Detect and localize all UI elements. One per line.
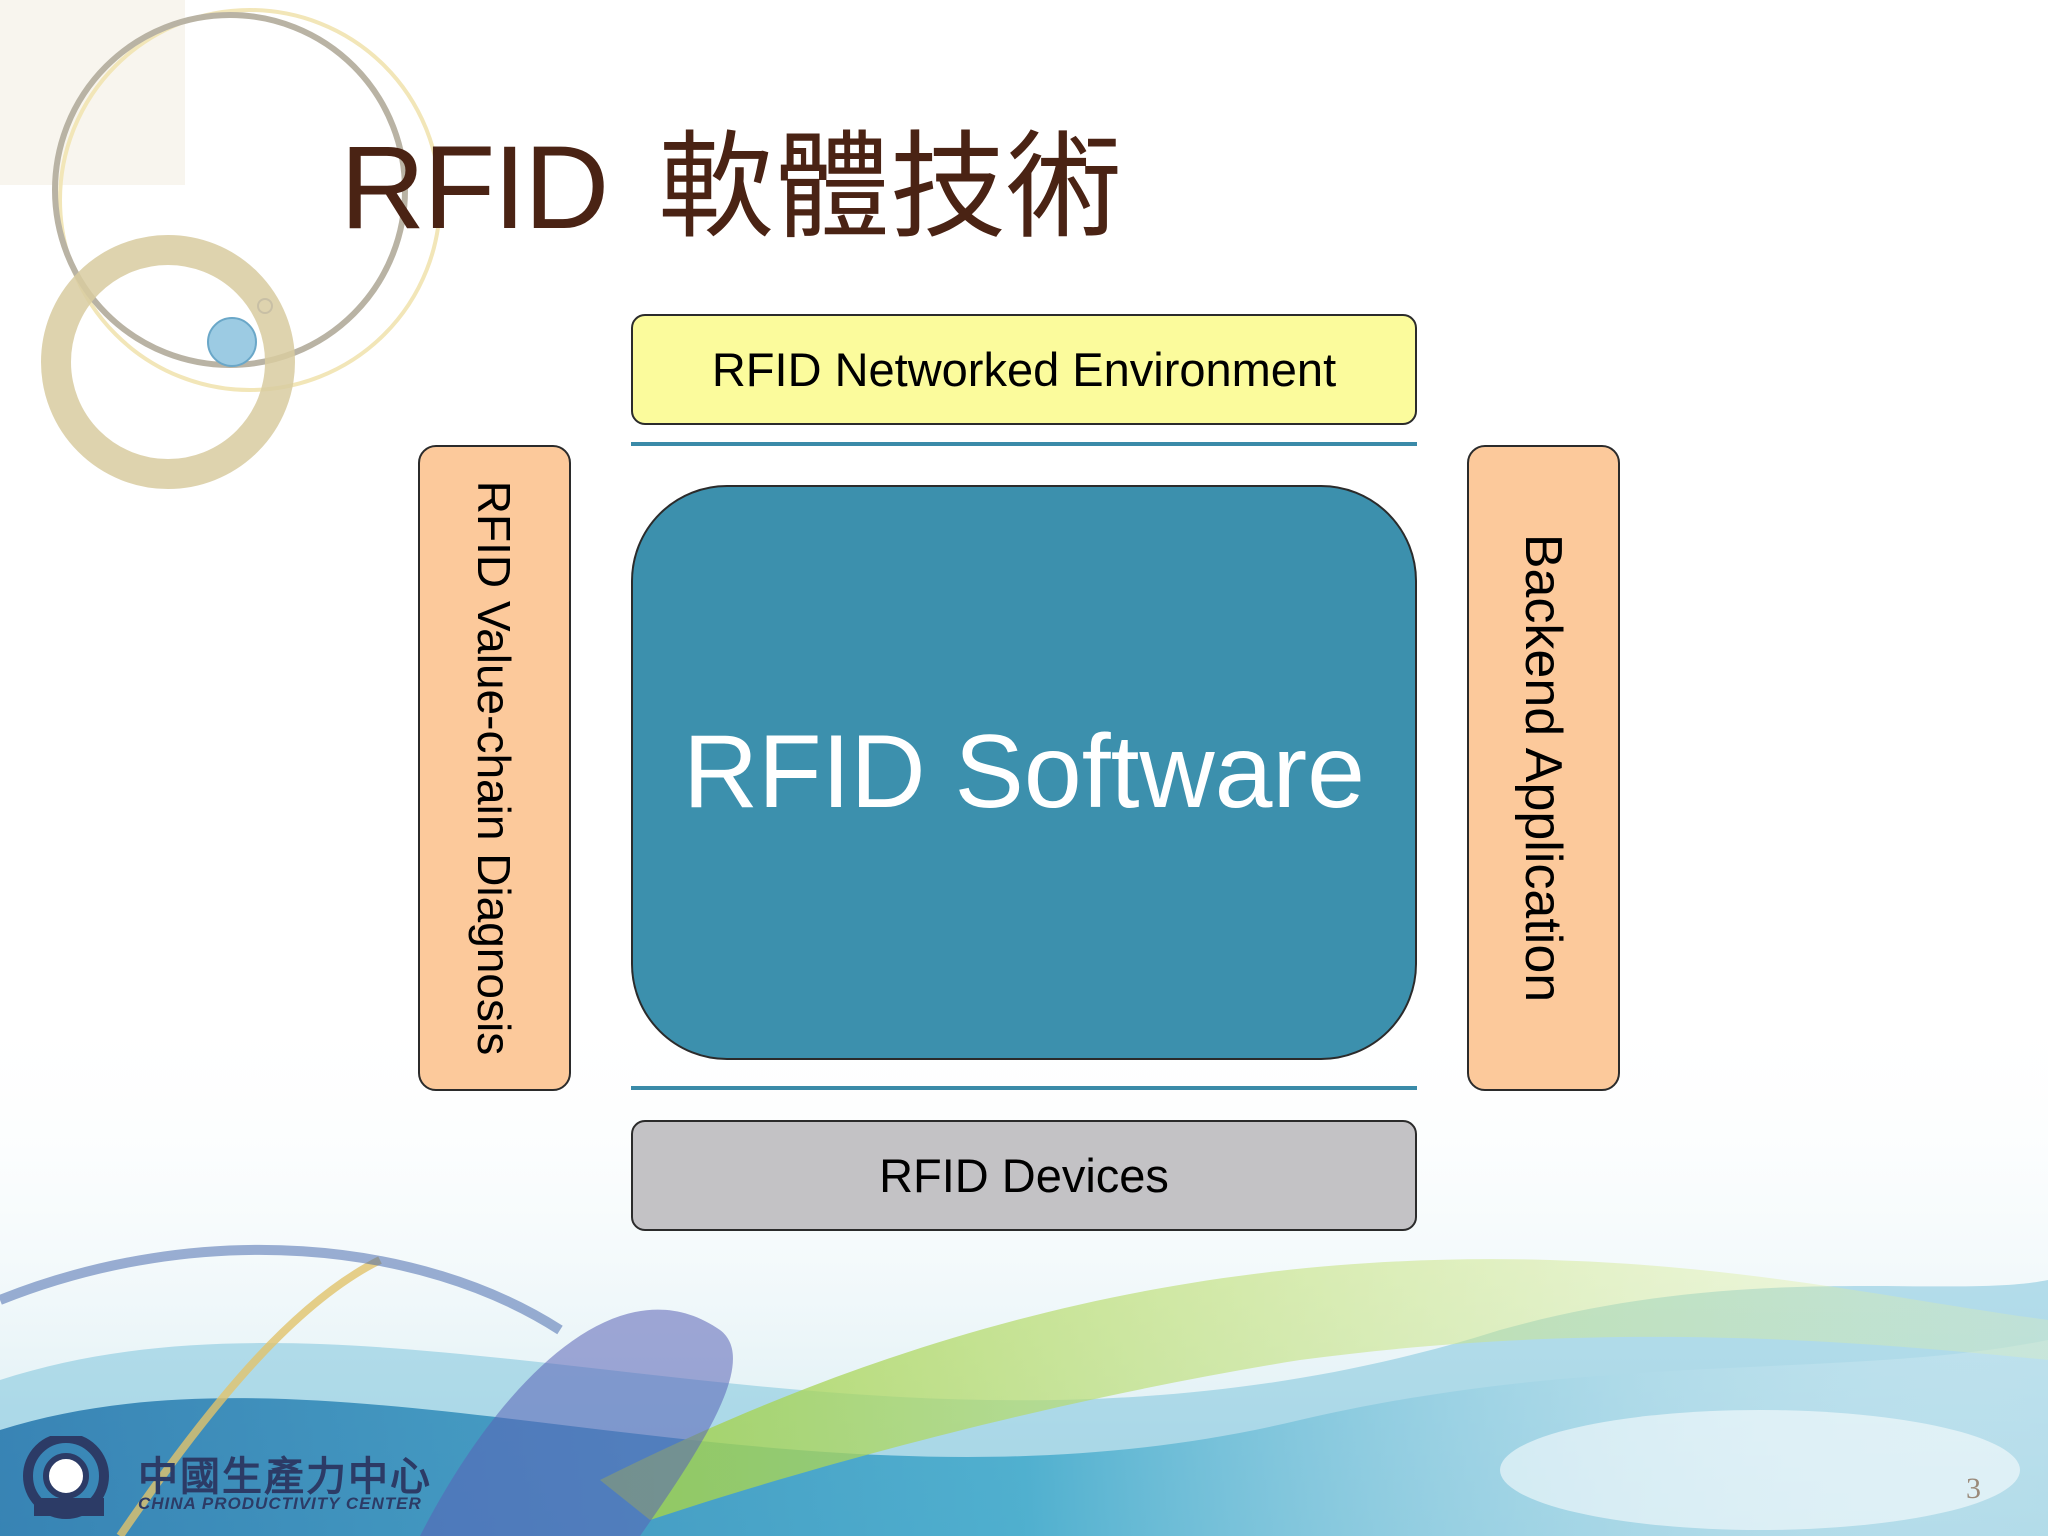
top-divider-line	[631, 442, 1417, 446]
slide-title-cjk: 軟體技術	[658, 120, 1122, 255]
backend-application-label: Backend Application	[1514, 533, 1573, 1003]
page-number: 3	[1966, 1472, 1981, 1505]
cpc-logo-icon	[23, 1436, 109, 1519]
rfid-software-box: RFID Software	[631, 485, 1417, 1060]
networked-environment-label: RFID Networked Environment	[711, 343, 1337, 396]
bottom-divider-line	[631, 1086, 1417, 1090]
backend-application-box: Backend Application	[1467, 445, 1620, 1091]
logo-chinese-name: 中國生產力中心	[138, 1454, 432, 1500]
rfid-software-label: RFID Software	[683, 714, 1365, 830]
logo-english-name: CHINA PRODUCTIVITY CENTER	[138, 1494, 422, 1513]
value-chain-diagnosis-box: RFID Value-chain Diagnosis	[418, 445, 571, 1091]
slide-title: RFID	[340, 122, 609, 254]
rfid-devices-box: RFID Devices	[631, 1120, 1417, 1231]
decorative-circles	[0, 0, 442, 489]
rfid-devices-label: RFID Devices	[879, 1149, 1169, 1202]
value-chain-diagnosis-label: RFID Value-chain Diagnosis	[468, 480, 521, 1056]
networked-environment-box: RFID Networked Environment	[631, 314, 1417, 425]
